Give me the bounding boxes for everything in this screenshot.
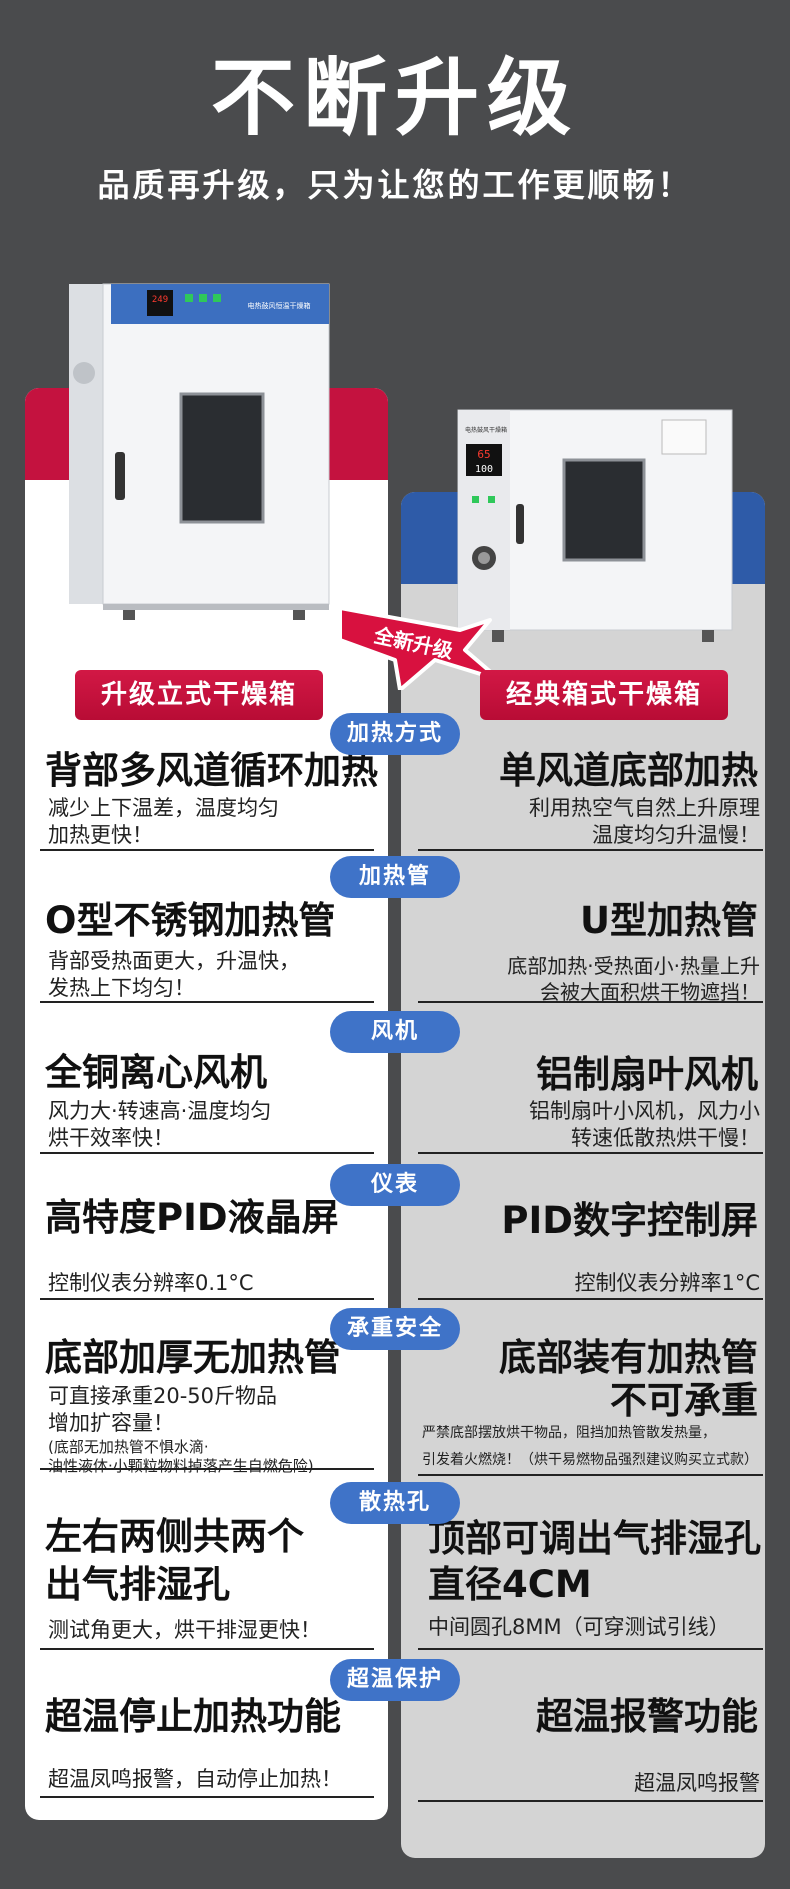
row-divider	[418, 1152, 763, 1154]
right-title2-vent-holes: 直径4CM	[428, 1563, 592, 1606]
desc-line: 可直接承重20-50斤物品	[48, 1384, 278, 1408]
left-desc-instrument: 控制仪表分辨率0.1°C	[48, 1270, 378, 1297]
row-divider	[40, 1152, 374, 1154]
desc-line: 超温凤鸣报警	[634, 1771, 760, 1795]
category-load-safety: 承重安全	[330, 1308, 460, 1350]
box-drying-oven-image: 65 100 电热鼓风干燥箱	[457, 409, 733, 642]
left-title-heating-method: 背部多风道循环加热	[45, 749, 378, 792]
right-desc-vent-holes: 中间圆孔8MM（可穿测试引线）	[428, 1614, 768, 1641]
left-title-instrument: 高特度PID液晶屏	[45, 1196, 339, 1239]
row-divider	[40, 1648, 374, 1650]
right-title-fan: 铝制扇叶风机	[536, 1053, 758, 1096]
left-title-heating-tube: O型不锈钢加热管	[45, 899, 336, 942]
left-desc-load-safety: 可直接承重20-50斤物品 增加扩容量！ (底部无加热管不惧水滴· 油性液体·小…	[48, 1383, 378, 1477]
category-heating-method: 加热方式	[330, 713, 460, 755]
desc-line: 减少上下温差，温度均匀	[48, 796, 279, 820]
right-title-instrument: PID数字控制屏	[501, 1199, 758, 1242]
left-desc-vent-holes: 测试角更大，烘干排湿更快！	[48, 1617, 378, 1644]
category-over-temp-protection: 超温保护	[330, 1659, 460, 1701]
left-title-load-safety: 底部加厚无加热管	[45, 1336, 341, 1379]
upgrade-badge: 全新升级	[340, 606, 500, 690]
right-desc-instrument: 控制仪表分辨率1°C	[420, 1270, 760, 1297]
desc-line: 温度均匀升温慢！	[592, 823, 760, 848]
desc-line: 中间圆孔8MM（可穿测试引线）	[428, 1615, 730, 1639]
page-title: 不断升级	[210, 49, 579, 147]
left-oven-display: 249	[152, 295, 168, 305]
desc-line: (底部无加热管不惧水滴·	[48, 1437, 209, 1456]
desc-line: 底部加热·受热面小·热量上升	[507, 954, 760, 978]
right-oven-display-top: 65	[477, 448, 490, 461]
desc-line: 控制仪表分辨率0.1°C	[48, 1271, 254, 1295]
right-title-heating-method: 单风道底部加热	[499, 749, 758, 792]
upgraded-vertical-oven-label: 升级立式干燥箱	[75, 670, 323, 720]
row-divider	[40, 849, 374, 851]
desc-line: 风力大·转速高·温度均匀	[48, 1099, 272, 1123]
desc-line: 转速低散热烘干慢！	[571, 1126, 760, 1151]
right-oven-panel-text: 电热鼓风干燥箱	[465, 426, 507, 434]
row-divider	[418, 1648, 763, 1650]
left-oven-panel-text: 电热鼓风恒温干燥箱	[248, 301, 311, 310]
right-desc-fan: 铝制扇叶小风机，风力小 转速低散热烘干慢！	[420, 1098, 760, 1153]
right-title2-load-safety: 不可承重	[610, 1379, 758, 1422]
left-title-over-temp: 超温停止加热功能	[45, 1695, 341, 1738]
right-title-vent-holes: 顶部可调出气排湿孔	[428, 1517, 761, 1560]
desc-line: 发热上下均匀！	[48, 976, 195, 1001]
right-desc-over-temp: 超温凤鸣报警	[420, 1770, 760, 1797]
desc-line: 背部受热面更大，升温快，	[48, 949, 300, 973]
category-vent-holes: 散热孔	[330, 1482, 460, 1524]
category-heating-tube: 加热管	[330, 856, 460, 898]
desc-line: 增加扩容量！	[48, 1411, 174, 1436]
right-desc-load-safety: 严禁底部摆放烘干物品，阻挡加热管散发热量， 引发着火燃烧！（烘干易燃物品强烈建议…	[422, 1420, 762, 1473]
desc-line: 铝制扇叶小风机，风力小	[529, 1099, 760, 1123]
left-desc-fan: 风力大·转速高·温度均匀 烘干效率快！	[48, 1098, 378, 1153]
row-divider	[418, 1298, 763, 1300]
left-desc-heating-method: 减少上下温差，温度均匀 加热更快！	[48, 795, 378, 850]
right-title-over-temp: 超温报警功能	[536, 1695, 758, 1738]
right-oven-display-bottom: 100	[475, 464, 493, 475]
left-desc-over-temp: 超温凤鸣报警，自动停止加热！	[48, 1766, 378, 1793]
row-divider	[40, 1298, 374, 1300]
desc-line: 油性液体·小颗粒物料掉落产生自燃危险)	[48, 1457, 314, 1476]
desc-line: 烘干效率快！	[48, 1126, 174, 1151]
left-title2-vent-holes: 出气排湿孔	[45, 1563, 230, 1606]
desc-line: 加热更快！	[48, 823, 153, 848]
right-desc-heating-method: 利用热空气自然上升原理 温度均匀升温慢！	[420, 795, 760, 850]
left-desc-heating-tube: 背部受热面更大，升温快， 发热上下均匀！	[48, 948, 378, 1003]
category-fan: 风机	[330, 1011, 460, 1053]
row-divider	[418, 1474, 763, 1476]
desc-line: 超温凤鸣报警，自动停止加热！	[48, 1767, 342, 1791]
desc-line: 控制仪表分辨率1°C	[574, 1271, 760, 1295]
vertical-drying-oven-image: 249 电热鼓风恒温干燥箱	[69, 283, 330, 620]
desc-line: 引发着火燃烧！（烘干易燃物品强烈建议购买立式款）	[422, 1451, 758, 1468]
right-title-heating-tube: U型加热管	[579, 899, 758, 942]
right-title-load-safety: 底部装有加热管	[499, 1336, 758, 1379]
classic-box-oven-label: 经典箱式干燥箱	[480, 670, 728, 720]
left-title-fan: 全铜离心风机	[45, 1051, 267, 1094]
right-desc-heating-tube: 底部加热·受热面小·热量上升 会被大面积烘干物遮挡！	[420, 953, 760, 1005]
desc-line: 测试角更大，烘干排湿更快！	[48, 1618, 321, 1642]
row-divider	[40, 1796, 374, 1798]
row-divider	[418, 849, 763, 851]
desc-line: 利用热空气自然上升原理	[529, 796, 760, 820]
row-divider	[40, 1468, 374, 1470]
left-title-vent-holes: 左右两侧共两个	[45, 1515, 304, 1558]
row-divider	[40, 1001, 374, 1003]
row-divider	[418, 1001, 763, 1003]
desc-line: 严禁底部摆放烘干物品，阻挡加热管散发热量，	[422, 1425, 716, 1441]
row-divider	[418, 1800, 763, 1802]
desc-line: 会被大面积烘干物遮挡！	[540, 980, 760, 1004]
category-instrument: 仪表	[330, 1164, 460, 1206]
page-subtitle: 品质再升级，只为让您的工作更顺畅！	[97, 166, 693, 204]
